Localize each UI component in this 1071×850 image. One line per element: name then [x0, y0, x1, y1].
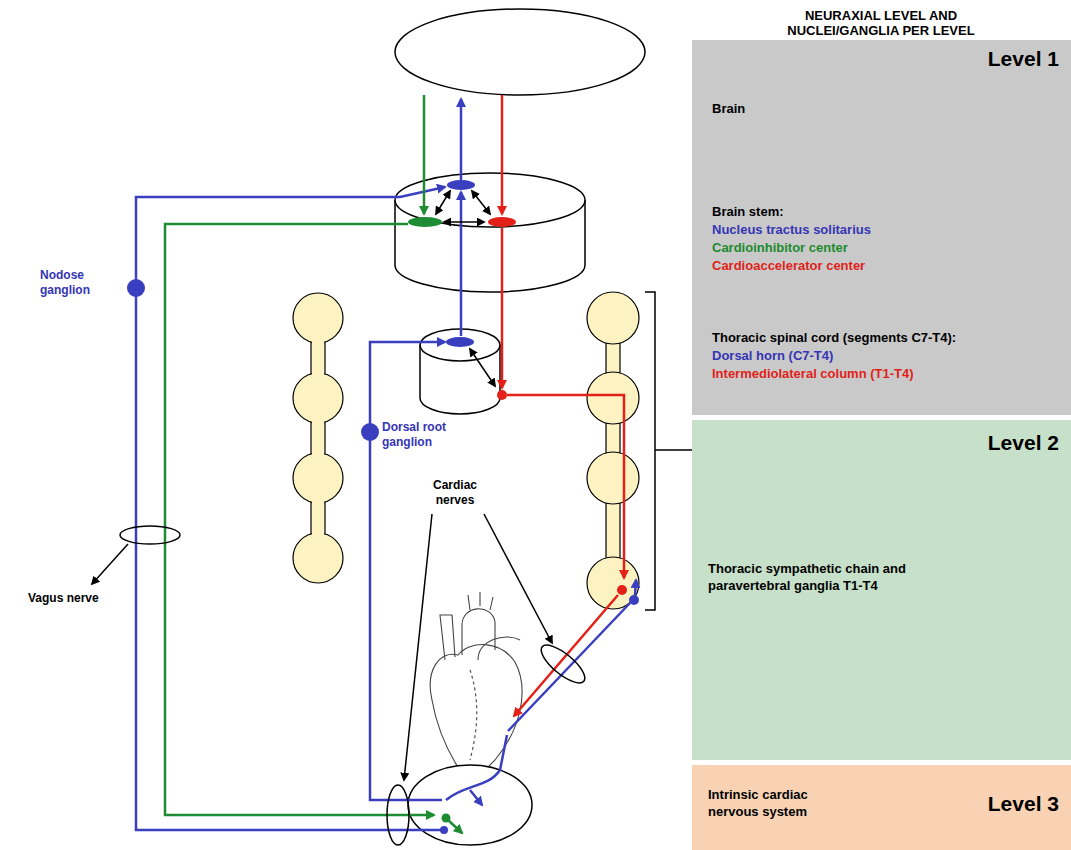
spinal-ascending-blue — [460, 192, 463, 336]
aorta — [462, 609, 495, 655]
brain-descending-red — [501, 95, 504, 214]
interaction-arrow — [436, 191, 450, 214]
level-heading: Level 3 — [988, 791, 1059, 816]
part-label: Dorsal root ganglion — [382, 420, 464, 450]
level-text: Nucleus tractus solitarius — [712, 221, 1059, 238]
spinal-afferent-nerve — [370, 342, 445, 800]
nts-nucleus — [447, 180, 475, 190]
part-label: Nodose ganglion — [40, 268, 120, 298]
bulbospinal-red — [501, 228, 504, 388]
intrinsic-cardiac-region — [408, 765, 532, 845]
level-text: Intermediolateral column (T1-T4) — [712, 365, 1059, 382]
vena-cava — [440, 615, 455, 660]
level-heading: Level 2 — [988, 430, 1059, 455]
ganglion — [587, 292, 639, 344]
intrinsic-blue-branch — [470, 790, 482, 805]
intrinsic-green-branch — [448, 820, 462, 833]
level-text: Dorsal horn (C7-T4) — [712, 347, 1059, 364]
aortic-branches — [468, 592, 493, 610]
intrathoracic-afferent — [508, 603, 630, 731]
nerve-terminal — [440, 826, 448, 834]
nodose-ganglion-dot — [127, 279, 145, 297]
leader-arrow — [404, 514, 432, 780]
ganglion — [587, 452, 639, 504]
postganglionic-red — [514, 595, 618, 716]
level-band: Level 3 Intrinsic cardiac nervous system — [692, 765, 1071, 850]
afferent-neuron — [629, 595, 639, 605]
level-text: Thoracic sympathetic chain and paraverte… — [708, 560, 938, 594]
ganglion — [587, 372, 639, 424]
interaction-arrow — [472, 191, 490, 214]
preganglionic-red — [507, 395, 624, 578]
part-label: Vagus nerve — [28, 591, 128, 606]
right-sympathetic-chain — [587, 292, 639, 609]
level-text: Thoracic spinal cord (segments C7-T4): — [712, 329, 1059, 346]
vagal-afferent-nerve — [136, 187, 445, 830]
interaction-arrow — [470, 349, 495, 386]
cardiac-nerve-ring — [536, 639, 590, 689]
level-heading: Level 1 — [988, 46, 1059, 71]
brain-outline — [395, 9, 645, 95]
ganglion — [293, 533, 343, 583]
brain-ascending-blue — [460, 99, 463, 180]
cardiac-nerve-ring — [387, 785, 409, 845]
pulmonary-artery — [478, 637, 520, 660]
left-sympathetic-chain — [293, 293, 343, 583]
sympathetic-neuron — [617, 585, 627, 595]
level-bracket — [645, 292, 692, 610]
level-text: Cardioaccelerator center — [712, 257, 1059, 274]
heart-body — [430, 645, 522, 785]
heart-septum — [470, 670, 477, 760]
level-text: Intrinsic cardiac nervous system — [708, 786, 858, 820]
chain-neck — [606, 318, 620, 583]
afferent-branch — [635, 580, 636, 595]
part-label: Cardiac nerves — [413, 478, 497, 508]
vagal-efferent-nerve — [165, 224, 434, 815]
cardioaccelerator-nucleus — [488, 217, 516, 227]
brain-descending-green — [423, 95, 426, 214]
chain-neck — [311, 318, 325, 558]
dorsal-horn-nucleus — [446, 337, 474, 347]
level-text: Brain — [712, 100, 1059, 117]
level-text: Cardioinhibitor center — [712, 239, 1059, 256]
leader-arrow — [92, 544, 128, 584]
ganglion — [293, 293, 343, 343]
intermediolateral-dot — [497, 390, 507, 400]
intrinsic-blue-network — [446, 735, 507, 800]
vagus-nerve-ring — [120, 526, 180, 544]
column-heading: NEURAXIAL LEVEL AND NUCLEI/GANGLIA PER L… — [761, 8, 1001, 38]
interaction-arrow — [444, 221, 484, 223]
cardioinhibitor-nucleus — [408, 217, 442, 227]
level-band: Level 2 Thoracic sympathetic chain and pa… — [692, 420, 1071, 760]
chain-neck-fill — [312, 340, 324, 540]
heart-illustration — [430, 592, 522, 785]
leader-arrow — [484, 514, 552, 643]
level-band: Level 1 BrainBrain stem:Nucleus tractus s… — [692, 40, 1071, 415]
level-text: Brain stem: — [712, 203, 1059, 220]
dorsal-root-ganglion-dot — [361, 423, 379, 441]
